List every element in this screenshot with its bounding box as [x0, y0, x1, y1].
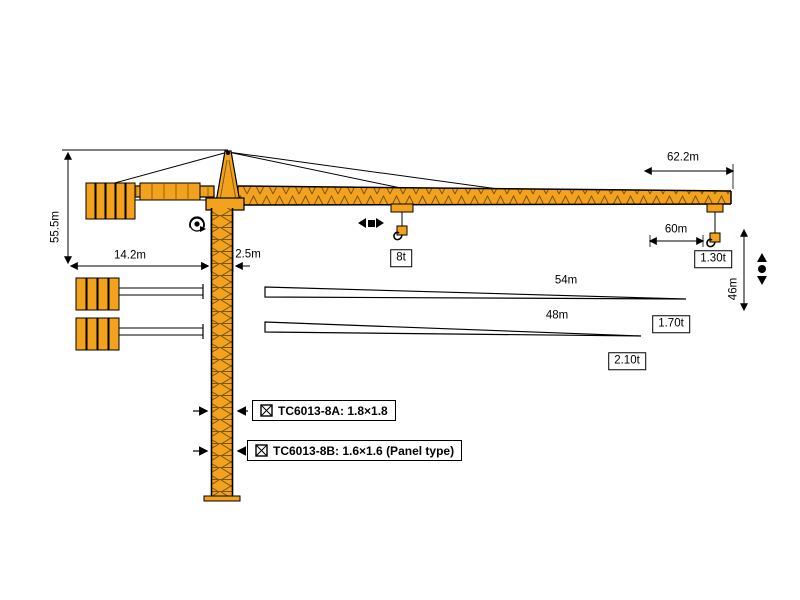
- model-a-label: TC6013-8A: 1.8×1.8: [278, 403, 388, 418]
- tie-rods: [99, 151, 536, 195]
- dim-mast-width: [194, 212, 250, 272]
- dim-jib-length: [643, 164, 735, 189]
- dim-label-mast-width: 2.5m: [235, 248, 261, 261]
- model-b-label: TC6013-8B: 1.6×1.6 (Panel type): [273, 443, 455, 458]
- model-box-a: TC6013-8A: 1.8×1.8: [252, 400, 396, 421]
- load-box-tip-54: 1.70t: [652, 315, 690, 333]
- jib: [237, 185, 732, 206]
- ballast-block-1: [75, 277, 204, 311]
- dim-label-tower-height: 55.5m: [49, 211, 62, 243]
- load-box-max: 8t: [390, 249, 412, 267]
- load-box-tip-60: 1.30t: [694, 250, 732, 268]
- tip-hook: [706, 203, 724, 248]
- mast: [203, 208, 241, 502]
- load-bar-54: [264, 286, 687, 300]
- load-box-tip-48: 2.10t: [608, 352, 646, 370]
- mast-section-icon: [260, 404, 273, 417]
- dim-label-radius-60: 60m: [664, 223, 688, 236]
- ballast-block-2: [75, 317, 204, 351]
- dim-radius-60: [648, 235, 705, 247]
- hoist-machinery: [139, 182, 201, 201]
- dim-label-radius-48: 48m: [545, 309, 569, 322]
- dim-label-counterjib-radius: 14.2m: [114, 249, 146, 262]
- trolley-hook: [390, 203, 414, 241]
- load-bar-48: [264, 321, 642, 337]
- mast-section-icon: [255, 444, 268, 457]
- dim-label-hook-travel: 46m: [727, 277, 740, 301]
- dim-label-radius-54: 54m: [554, 274, 578, 287]
- hook-travel-icon: [757, 253, 767, 285]
- dim-label-jib-length: 62.2m: [667, 151, 699, 164]
- model-box-b: TC6013-8B: 1.6×1.6 (Panel type): [247, 440, 463, 461]
- slewing-direction-icon: [189, 216, 206, 232]
- counterweights: [85, 182, 136, 220]
- trolley-travel-icon: [358, 218, 384, 228]
